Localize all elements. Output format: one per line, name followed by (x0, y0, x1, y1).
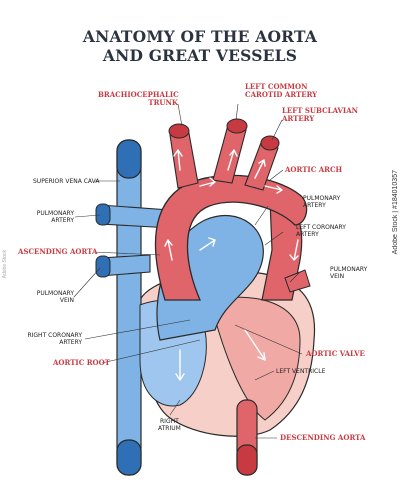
superior-vena-cava (116, 139, 142, 476)
vena-cava-top-cap (116, 139, 142, 179)
vena-cava-bottom-cap (116, 439, 142, 476)
label-ascending-aorta: ASCENDING AORTA (18, 247, 98, 256)
label-pulmonary-artery-left: PULMONARY ARTERY (36, 210, 74, 224)
label-right-atrium: RIGHT ATRIUM (158, 418, 181, 432)
label-pulmonary-vein-left: PULMONARY VEIN (36, 290, 74, 304)
label-aortic-arch: AORTIC ARCH (285, 165, 343, 174)
left-common-carotid-vessel (212, 124, 247, 184)
label-right-coronary-artery: RIGHT CORONARY ARTERY (27, 332, 82, 346)
flow-arrows (164, 149, 299, 381)
watermark-text: Adobe Stock (2, 250, 8, 279)
label-aortic-valve: AORTIC VALVE (306, 349, 365, 358)
pulmonary-vein-right-vessel (284, 269, 311, 293)
leader-lines (73, 103, 303, 439)
label-descending-aorta: DESCENDING AORTA (280, 433, 366, 442)
label-left-common-carotid-artery: LEFT COMMON CAROTID ARTERY (245, 82, 318, 99)
aortic-arch (154, 174, 308, 301)
label-brachiocephalic-trunk: BRACHIOCEPHALIC TRUNK (98, 90, 179, 107)
label-aortic-root: AORTIC ROOT (53, 358, 110, 367)
brachiocephalic-trunk-cap (168, 123, 190, 139)
left-subclavian-cap (260, 135, 280, 151)
left-common-carotid-cap (226, 118, 248, 134)
stock-id-text: Adobe Stock | #184010357 (392, 170, 399, 255)
label-left-coronary-artery: LEFT CORONARY ARTERY (296, 224, 346, 238)
label-left-ventricle: LEFT VENTRICLE (276, 368, 326, 375)
diagram-title-line-2: AND GREAT VESSELS (102, 46, 298, 65)
pulmonary-artery-left-cap (95, 203, 111, 226)
label-left-subclavian-artery: LEFT SUBCLAVIAN ARTERY (282, 106, 359, 123)
left-ventricle-chamber (209, 296, 301, 421)
pulmonary-vein-left-cap (95, 255, 111, 278)
descending-aorta-cap (236, 444, 258, 476)
label-pulmonary-vein-right: PULMONARY VEIN (330, 266, 368, 280)
label-pulmonary-artery-right: PULMONARY ARTERY (303, 195, 341, 209)
diagram-title-line-1: ANATOMY OF THE AORTA (82, 27, 318, 46)
label-superior-vena-cava: SUPERIOR VENA CAVA (33, 178, 100, 185)
